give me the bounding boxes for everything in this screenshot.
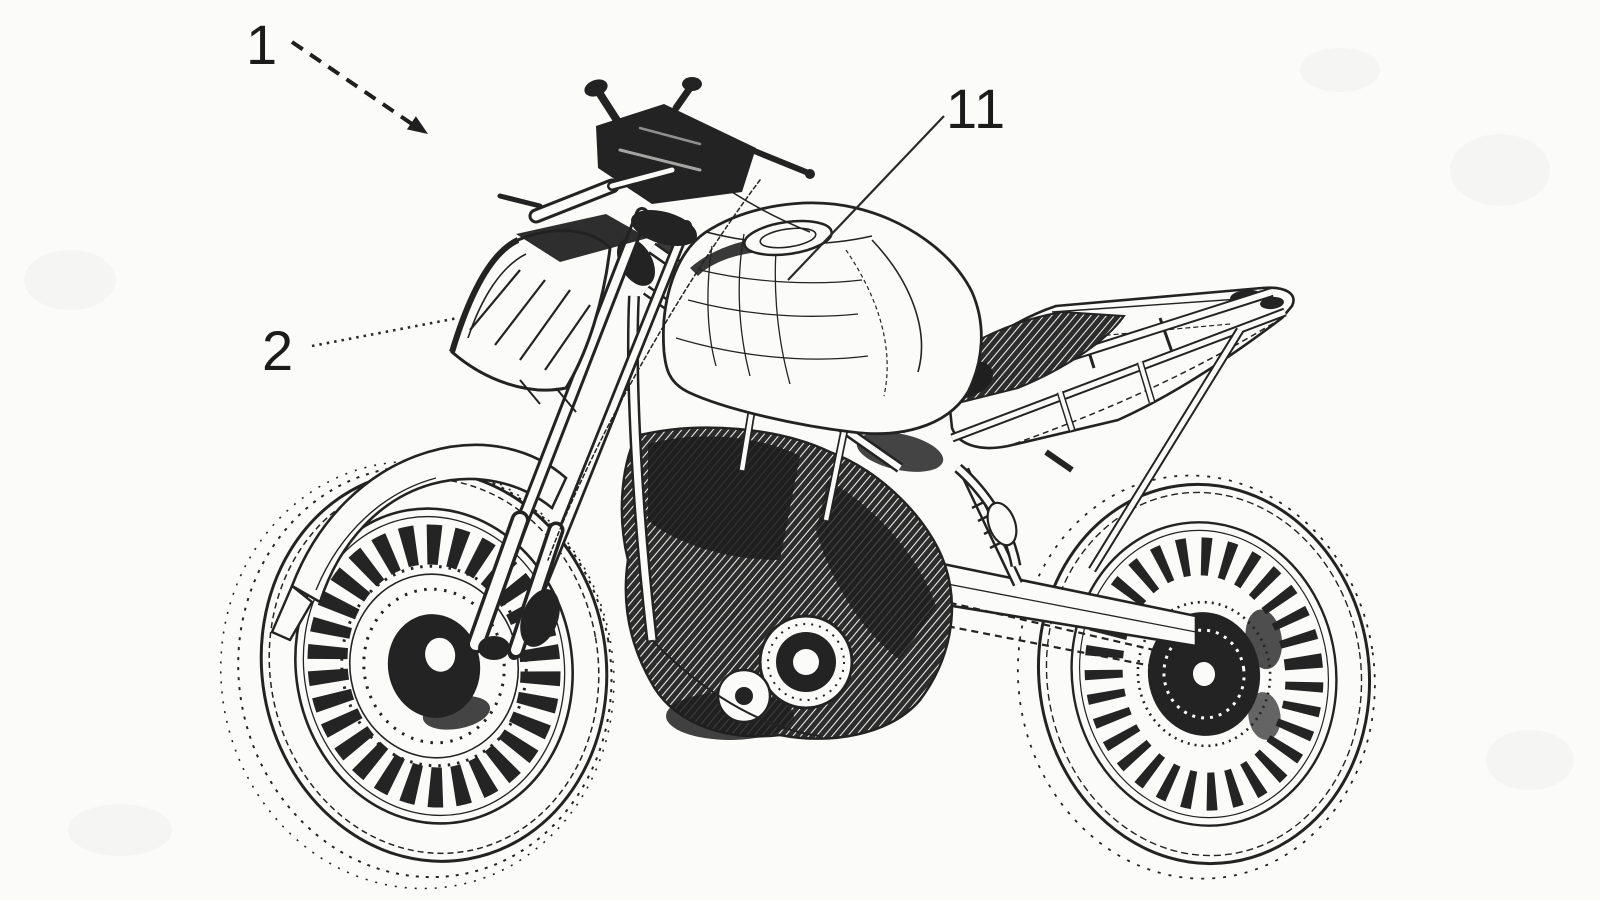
front-fork [466, 179, 761, 660]
leader-line-1 [290, 40, 414, 126]
arrowhead-1 [406, 116, 428, 134]
leader-line-11 [787, 115, 945, 281]
scan-noise [24, 48, 1574, 856]
reference-1: 1 [246, 13, 428, 134]
heel-guard [954, 463, 1022, 568]
ref-label-11: 11 [946, 77, 1006, 140]
drive-chain [935, 598, 1155, 668]
fuel-tank [662, 169, 983, 436]
engine [620, 426, 954, 740]
front-wheel [219, 460, 615, 890]
ref-label-2: 2 [262, 319, 294, 382]
handlebar-cluster [497, 77, 815, 224]
reference-11: 11 [787, 77, 1006, 281]
leader-line-2 [311, 316, 459, 348]
headlight-cowl [449, 214, 648, 413]
ref-label-1: 1 [246, 13, 278, 76]
reference-2: 2 [262, 316, 459, 382]
rear-wheel [1016, 474, 1376, 880]
